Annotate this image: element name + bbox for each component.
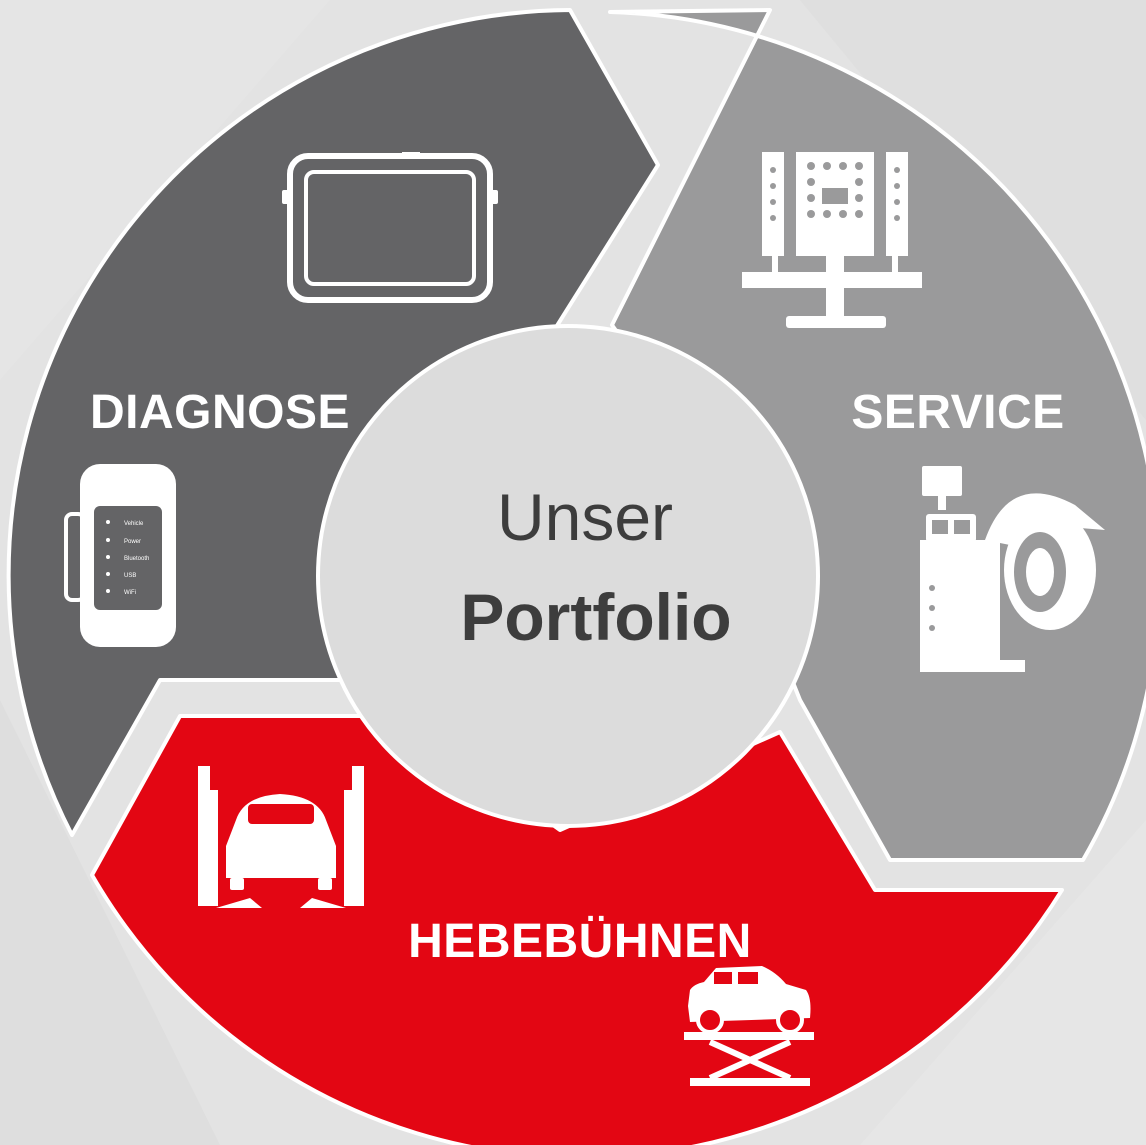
segment-service <box>608 8 1146 862</box>
device-label-usb: USB <box>124 573 136 579</box>
vci-device-icon: Vehicle Power Bluetooth USB WiFi <box>64 464 176 647</box>
device-label-power: Power <box>124 539 141 545</box>
device-label-wifi: WiFi <box>124 590 136 596</box>
segment-label-hebebuehnen: HEBEBÜHNEN <box>408 915 752 968</box>
segment-hebebuehnen <box>90 714 1064 1145</box>
segment-label-service: SERVICE <box>851 386 1064 439</box>
center-title-line2: Portfolio <box>460 580 731 654</box>
wheel-balancer-icon <box>920 466 1105 672</box>
two-post-lift-icon <box>198 766 364 908</box>
scissor-lift-icon <box>684 966 814 1086</box>
segment-label-diagnose: DIAGNOSE <box>90 386 350 439</box>
center-circle <box>316 324 820 828</box>
device-label-vehicle: Vehicle <box>124 521 144 527</box>
center-title-line1: Unser <box>497 480 673 554</box>
device-label-bluetooth: Bluetooth <box>124 556 149 562</box>
tablet-icon <box>282 152 498 303</box>
adas-calibration-icon <box>742 152 922 328</box>
